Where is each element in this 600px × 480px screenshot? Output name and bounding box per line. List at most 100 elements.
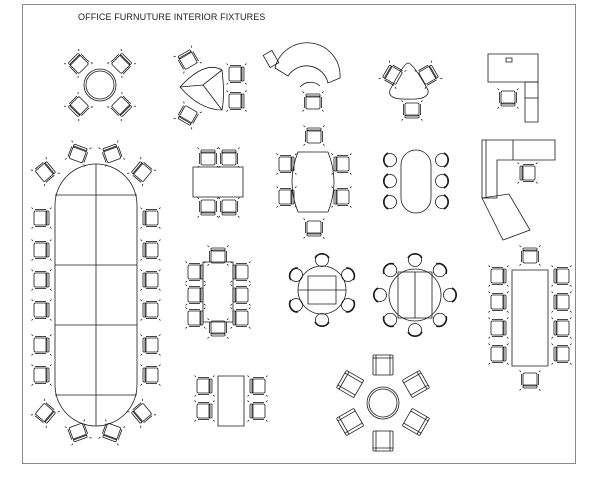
chair-seat [522, 166, 535, 180]
office-chair [141, 240, 161, 261]
chair-seat [336, 157, 349, 171]
chair-caster [198, 198, 219, 218]
chair-seat [252, 404, 265, 418]
chair-arm [69, 66, 77, 74]
chair-caster [195, 376, 215, 397]
chair-back [68, 105, 80, 117]
chair-back [46, 368, 49, 382]
chair-seat [229, 94, 242, 108]
office-chair [231, 262, 251, 283]
chair-back [374, 288, 378, 302]
chair-seat [491, 347, 504, 361]
chair-back [346, 266, 357, 280]
chair-arm [178, 60, 184, 70]
chair-seat [235, 311, 248, 325]
drawing-title: OFFICE FURNUTURE INTERIOR FIXTURES [78, 12, 266, 22]
chair-seat [145, 243, 158, 257]
chair-seat [197, 404, 210, 418]
chair-back [503, 347, 506, 361]
chair-caster [227, 91, 247, 112]
chair-back [143, 273, 146, 287]
chair-caster [141, 240, 161, 261]
office-chair [415, 61, 443, 89]
chair-seat [418, 66, 436, 85]
desk-phone [506, 58, 512, 62]
chair-caster [65, 419, 92, 445]
chair-seat [188, 288, 201, 302]
chair-caster [32, 365, 52, 386]
chair-back [143, 338, 146, 352]
chair-seat [252, 379, 265, 393]
rect-table [218, 376, 244, 426]
chair-back [554, 347, 557, 361]
chair-caster [219, 148, 240, 168]
chair-seat [279, 157, 292, 171]
chair-arm [81, 108, 89, 116]
lounge-seat [373, 431, 393, 451]
chair-seat [501, 91, 515, 104]
coffee-table-edge [369, 389, 397, 417]
lounge-arm [404, 373, 421, 383]
chair-caster [127, 399, 156, 428]
chair-back [436, 261, 449, 274]
chair-back [131, 161, 142, 174]
chair-back [44, 411, 55, 424]
office-chair [141, 365, 161, 386]
chair-caster [520, 371, 541, 391]
chair-back [73, 144, 87, 152]
chair-caster [141, 208, 161, 229]
side-chair [436, 174, 449, 188]
chair-caster [186, 308, 206, 329]
chair-seat [279, 190, 292, 204]
chair-caster [489, 292, 509, 313]
lounge-arm [338, 411, 355, 421]
chair-back [211, 333, 225, 336]
chair-caster [174, 46, 202, 74]
chair-caster [107, 49, 136, 78]
office-chair [248, 401, 268, 422]
office-chair [198, 148, 219, 168]
office-chair [64, 49, 93, 78]
chair-seat [556, 347, 569, 361]
chair-caster [208, 319, 229, 339]
office-chair [32, 208, 52, 229]
chair-caster [304, 219, 325, 239]
chair-back [291, 157, 294, 171]
side-chair [436, 195, 449, 209]
chair-seat [69, 423, 87, 440]
chair-back [120, 53, 132, 65]
chair-seat [491, 295, 504, 309]
chair-back [178, 50, 192, 60]
office-chair [277, 187, 297, 208]
office-chair [32, 365, 52, 386]
office-chair [195, 376, 215, 397]
chair-arm [111, 54, 119, 62]
chair-back [201, 150, 215, 153]
side-chair [430, 310, 449, 329]
l-workstation [482, 140, 555, 198]
lounge-seat [402, 408, 429, 435]
office-chair [489, 266, 509, 287]
chair-back [307, 233, 321, 236]
chair-arm [123, 66, 131, 74]
office-chair [248, 376, 268, 397]
lounge-seat [402, 370, 429, 397]
lounge-arm [411, 411, 428, 421]
side-chair [384, 174, 397, 188]
chair-arm [133, 175, 141, 182]
chair-caster [248, 376, 268, 397]
chair-back [250, 404, 253, 418]
chair-caster [277, 187, 297, 208]
office-chair [174, 46, 202, 74]
chair-caster [552, 266, 572, 287]
chair-back [178, 116, 192, 126]
chair-seat [69, 146, 87, 163]
chair-seat [201, 200, 215, 213]
oval-table [401, 150, 431, 213]
chair-caster [552, 318, 572, 339]
chair-back [315, 322, 329, 326]
chair-caster [32, 300, 52, 321]
office-chair [231, 285, 251, 306]
lounge-seat [373, 355, 393, 375]
side-chair [381, 261, 400, 280]
